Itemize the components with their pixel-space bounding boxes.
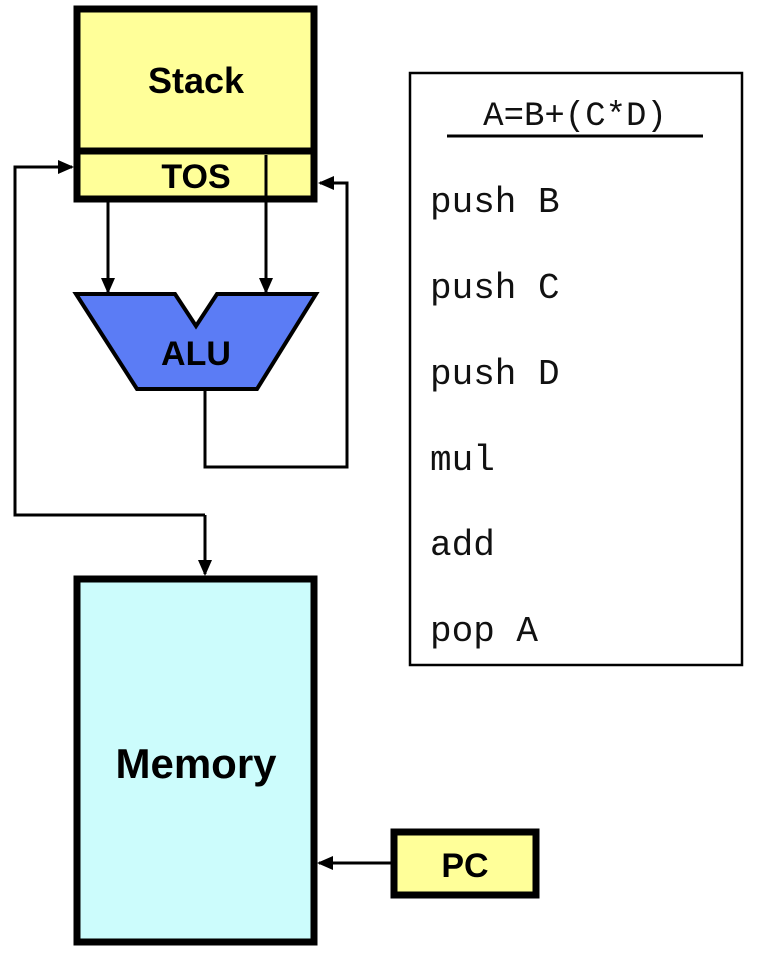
wire-memory-to-tos: [13, 160, 205, 517]
instruction-line: push B: [430, 182, 560, 223]
pc-box: [390, 828, 540, 899]
instruction-line: mul: [430, 440, 495, 481]
instruction-line: pop A: [430, 611, 538, 652]
instruction-line: push D: [430, 354, 560, 395]
alu-label: ALU: [161, 335, 231, 373]
code-panel: A=B+(C*D) push B push C push D mul add p…: [408, 71, 744, 667]
code-heading: A=B+(C*D): [483, 98, 667, 136]
instruction-line: push C: [430, 268, 560, 309]
instruction-line: add: [430, 525, 495, 566]
code-panel-frame: [408, 71, 744, 667]
stack-box: [73, 5, 318, 203]
wire-alu-result-to-tos: [203, 176, 349, 469]
pc-block: PC: [390, 828, 540, 899]
alu-shape: [72, 292, 320, 391]
stack-label: Stack: [148, 60, 245, 101]
pc-label: PC: [441, 847, 488, 885]
tos-label: TOS: [161, 158, 230, 196]
memory-label: Memory: [115, 740, 277, 787]
memory-box: [73, 575, 318, 946]
alu-notch: [177, 292, 215, 322]
memory-block: Memory: [73, 575, 318, 946]
stack-block: Stack TOS: [73, 5, 318, 203]
alu-block: ALU: [72, 292, 320, 391]
